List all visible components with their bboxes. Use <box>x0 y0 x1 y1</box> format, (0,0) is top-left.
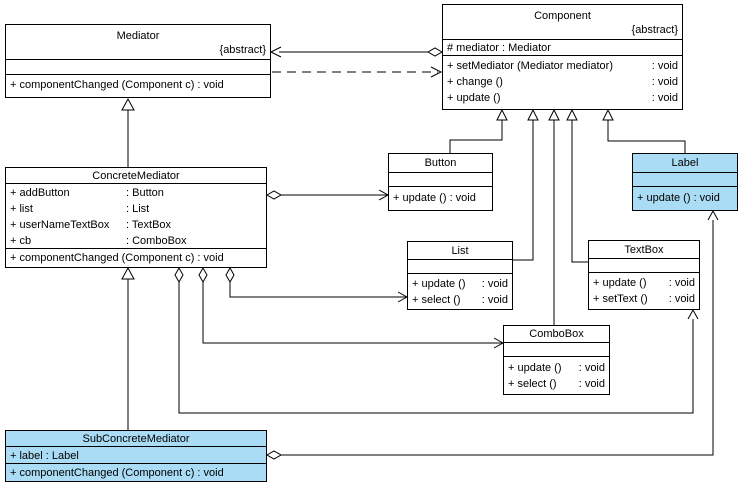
class-label-title: Label <box>633 154 737 173</box>
class-list-attributes <box>408 260 512 274</box>
edge-generalization-button-component <box>449 108 508 153</box>
method: + update () : void <box>447 92 678 104</box>
attribute: + addButton : Button <box>10 187 164 199</box>
class-button-title: Button <box>389 154 492 173</box>
attribute: + cb : ComboBox <box>10 235 187 247</box>
attribute: + userNameTextBox : TextBox <box>10 219 172 231</box>
class-label[interactable]: Label + update () : void <box>632 153 738 211</box>
edge-aggregation-subconcretemediator-label <box>265 209 719 460</box>
method: + select () : void <box>508 378 605 390</box>
attribute: + list : List <box>10 203 150 215</box>
class-textbox-attributes <box>589 259 699 273</box>
class-mediator[interactable]: Mediator {abstract} + componentChanged (… <box>5 24 271 98</box>
method: + change () : void <box>447 76 678 88</box>
method: + update () : void <box>593 277 695 289</box>
attribute: + label : Label <box>10 450 79 462</box>
class-component-stereotype: {abstract} <box>631 24 678 36</box>
class-sub-concrete-mediator-title: SubConcreteMediator <box>6 431 266 447</box>
edge-generalization-combobox-component <box>548 108 560 325</box>
method: + componentChanged (Component c) : void <box>10 467 224 479</box>
edge-generalization-subconcretemediator-concretemediator <box>121 266 135 430</box>
class-textbox[interactable]: TextBox + update () : void + setText () … <box>588 240 700 310</box>
class-component-title: Component <box>534 10 591 22</box>
method: + setMediator (Mediator mediator) : void <box>447 60 678 72</box>
class-mediator-stereotype: {abstract} <box>219 44 266 56</box>
edge-aggregation-concretemediator-list <box>225 266 409 303</box>
edge-aggregation-component-mediator <box>269 46 444 58</box>
class-combobox[interactable]: ComboBox + update () : void + select () … <box>503 325 610 395</box>
method: + select () : void <box>412 294 508 306</box>
class-concrete-mediator-title: ConcreteMediator <box>6 168 266 184</box>
edge-generalization-label-component <box>602 108 686 153</box>
method: + update () : void <box>637 192 720 204</box>
attribute: # mediator : Mediator <box>447 42 551 54</box>
class-list-title: List <box>408 242 512 260</box>
class-concrete-mediator[interactable]: ConcreteMediator + addButton : Button + … <box>5 167 267 268</box>
edge-generalization-textbox-component <box>566 108 588 263</box>
method: + update () : void <box>412 278 508 290</box>
method: + setText () : void <box>593 293 695 305</box>
method: + componentChanged (Component c) : void <box>10 79 224 91</box>
edge-dependency-mediator-component <box>272 66 443 78</box>
class-mediator-attributes <box>6 60 270 75</box>
method: + componentChanged (Component c) : void <box>10 252 224 264</box>
edge-aggregation-concretemediator-button <box>265 189 390 201</box>
class-component[interactable]: Component {abstract} # mediator : Mediat… <box>442 4 683 110</box>
class-label-attributes <box>633 173 737 187</box>
class-button[interactable]: Button + update () : void <box>388 153 493 211</box>
class-combobox-attributes <box>504 343 609 357</box>
class-button-attributes <box>389 173 492 187</box>
edge-aggregation-concretemediator-textbox <box>174 266 699 414</box>
class-mediator-title: Mediator <box>116 30 160 42</box>
edge-generalization-concretemediator-mediator <box>121 97 135 167</box>
class-list[interactable]: List + update () : void + select () : vo… <box>407 241 513 310</box>
method: + update () : void <box>393 192 476 204</box>
class-combobox-title: ComboBox <box>504 326 609 343</box>
edge-generalization-list-component <box>513 108 539 261</box>
class-textbox-title: TextBox <box>589 241 699 259</box>
class-sub-concrete-mediator[interactable]: SubConcreteMediator + label : Label + co… <box>5 430 267 482</box>
method: + update () : void <box>508 362 605 374</box>
